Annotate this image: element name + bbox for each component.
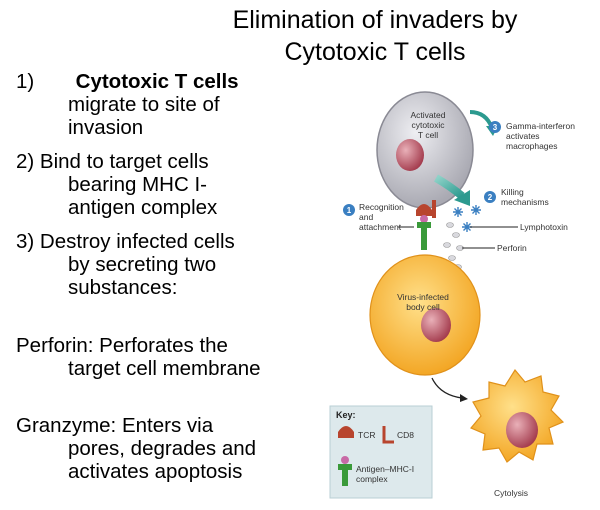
key-title: Key: bbox=[336, 410, 356, 420]
callout-recognition: 1 Recognition and attachment bbox=[343, 202, 414, 232]
step-1: 1) Cytotoxic T cells migrate to site of … bbox=[16, 70, 239, 139]
t-cell-label-3: T cell bbox=[418, 130, 438, 140]
key-cd8-label: CD8 bbox=[397, 430, 414, 440]
t-cell-nucleus bbox=[396, 139, 424, 171]
callout-3-badge bbox=[489, 121, 501, 133]
callout-2-badge bbox=[484, 191, 496, 203]
callout-3-number: 3 bbox=[493, 123, 498, 132]
step-3-line-3: substances: bbox=[68, 276, 178, 299]
callout-3-line-2: activates bbox=[506, 131, 540, 141]
step-2-line-3: antigen complex bbox=[68, 196, 218, 219]
callout-1-line-3: attachment bbox=[359, 222, 402, 232]
granzyme-line-1: Granzyme: Enters via bbox=[16, 414, 214, 437]
granzyme-line-3: activates apoptosis bbox=[68, 460, 243, 483]
key-legend: Key: TCR CD8 Antigen–MHC-I complex bbox=[329, 405, 433, 499]
granzyme-note: Granzyme: Enters via pores, degrades and… bbox=[16, 414, 256, 483]
step-3-line-1: 3) Destroy infected cells bbox=[16, 230, 235, 253]
step-3: 3) Destroy infected cells by secreting t… bbox=[16, 230, 235, 299]
lysed-cell bbox=[470, 368, 565, 463]
step-1-line-3: invasion bbox=[68, 116, 144, 139]
callout-gamma-interferon: 3 Gamma-interferon activates macrophages bbox=[489, 121, 575, 151]
key-tcr-icon bbox=[338, 426, 354, 438]
callout-1-number: 1 bbox=[347, 206, 352, 215]
tcr-receptor bbox=[416, 204, 432, 216]
callout-1-badge bbox=[343, 204, 355, 216]
key-antigen-icon bbox=[341, 456, 349, 464]
arrow-to-gamma bbox=[469, 110, 494, 129]
callout-3-line-1: Gamma-interferon bbox=[506, 121, 575, 131]
virus-infected-body-cell: Virus-infected body cell bbox=[369, 254, 481, 376]
page-title: Elimination of invaders by Cytotoxic T c… bbox=[150, 4, 600, 68]
mhc-top bbox=[417, 222, 431, 228]
key-tcr-label: TCR bbox=[358, 430, 375, 440]
step-1-number: 1) bbox=[16, 70, 35, 93]
arrow-killing-head bbox=[454, 190, 470, 206]
lysed-cell-nucleus bbox=[506, 412, 538, 448]
body-cell-nucleus bbox=[421, 308, 451, 342]
t-cell-label-1: Activated bbox=[411, 110, 446, 120]
lymphotoxin-label: Lymphotoxin bbox=[520, 222, 568, 232]
t-cell-label-2: cytotoxic bbox=[411, 120, 445, 130]
step-3-line-2: by secreting two bbox=[68, 253, 217, 276]
key-mhc-icon-top bbox=[338, 464, 352, 470]
body-cell-label-2: body cell bbox=[406, 302, 440, 312]
arrow-killing bbox=[434, 174, 465, 200]
title-line-1: Elimination of invaders by bbox=[232, 6, 518, 34]
title-line-2: Cytotoxic T cells bbox=[284, 38, 466, 66]
key-antigen-label-2: complex bbox=[356, 474, 388, 484]
body-cell-label-1: Virus-infected bbox=[397, 292, 449, 302]
perforin-note: Perforin: Perforates the target cell mem… bbox=[16, 334, 261, 380]
step-2-line-2: bearing MHC I- bbox=[68, 173, 207, 196]
callout-2-number: 2 bbox=[488, 193, 493, 202]
mhc-stem bbox=[421, 228, 427, 250]
cytolysis-label: Cytolysis bbox=[494, 488, 528, 498]
activated-t-cell: Activated cytotoxic T cell bbox=[376, 91, 474, 209]
step-2-line-1: 2) Bind to target cells bbox=[16, 150, 209, 173]
granzyme-line-2: pores, degrades and bbox=[68, 437, 257, 460]
perforin-line-2: target cell membrane bbox=[68, 357, 261, 380]
key-mhc-icon-stem bbox=[342, 470, 348, 486]
cd8-coreceptor bbox=[432, 200, 436, 218]
callout-2-line-2: mechanisms bbox=[501, 197, 549, 207]
perforin-label: Perforin bbox=[497, 243, 527, 253]
key-antigen-label-1: Antigen–MHC-I bbox=[356, 464, 414, 474]
arrow-to-cytolysis-head bbox=[460, 394, 468, 402]
step-1-line-2: migrate to site of bbox=[68, 93, 220, 116]
immune-synapse bbox=[416, 200, 436, 250]
arrow-to-cytolysis bbox=[431, 377, 463, 399]
callout-1-line-2: and bbox=[359, 212, 373, 222]
callout-1-line-1: Recognition bbox=[359, 202, 404, 212]
antigen-peptide bbox=[420, 215, 428, 223]
step-1-bold: Cytotoxic T cells bbox=[75, 70, 239, 93]
perforin-line-1: Perforin: Perforates the bbox=[16, 334, 228, 357]
callout-3-line-3: macrophages bbox=[506, 141, 558, 151]
step-2: 2) Bind to target cells bearing MHC I- a… bbox=[16, 150, 217, 219]
callout-killing: 2 Killing mechanisms bbox=[484, 187, 549, 207]
callout-2-line-1: Killing bbox=[501, 187, 524, 197]
key-cd8-icon bbox=[382, 426, 394, 444]
